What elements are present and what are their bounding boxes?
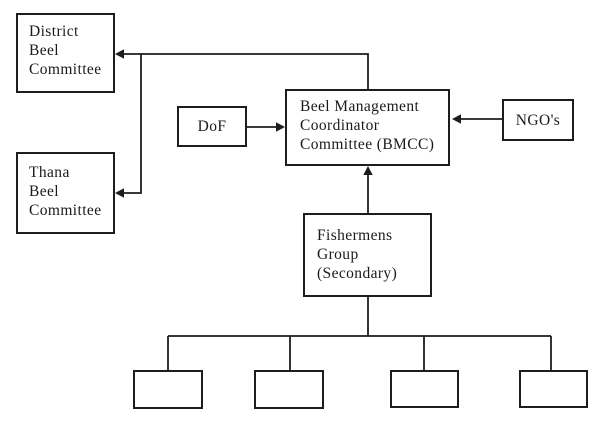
node-subgroup-2	[254, 370, 324, 409]
node-subgroup-4	[519, 370, 588, 408]
node-bmcc: Beel Management Coordinator Committee (B…	[285, 89, 450, 166]
arrowhead-into-bmcc-right	[452, 114, 461, 124]
node-district-beel-committee: District Beel Committee	[16, 13, 115, 93]
arrowhead-into-district	[115, 49, 124, 59]
edge-bmcc-to-district	[122, 53, 369, 90]
node-fishermens-group-secondary: Fishermens Group (Secondary)	[303, 213, 432, 297]
node-dof: DoF	[177, 106, 247, 147]
arrowhead-into-bmcc-bottom	[363, 166, 373, 175]
node-ngos: NGO's	[502, 99, 574, 141]
node-thana-beel-committee: Thana Beel Committee	[16, 152, 115, 234]
node-subgroup-1	[133, 370, 203, 409]
node-subgroup-3	[390, 370, 459, 408]
edge-bmcc-to-thana	[122, 54, 142, 194]
arrowhead-into-bmcc-left	[276, 122, 285, 132]
arrowhead-into-thana	[115, 188, 124, 198]
